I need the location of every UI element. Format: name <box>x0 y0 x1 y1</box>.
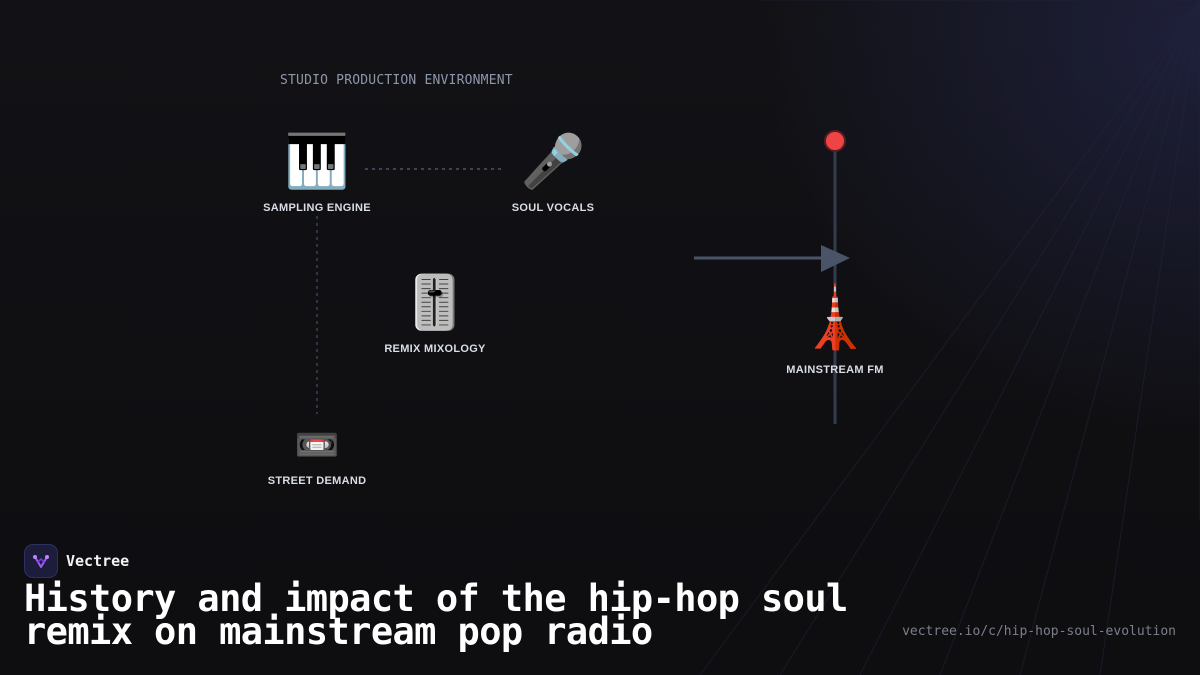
page-title: History and impact of the hip-hop soul r… <box>24 577 848 653</box>
node-label-street-demand: STREET DEMAND <box>267 475 367 487</box>
flow-arrowhead <box>821 245 850 272</box>
brand-lockup: Vectree <box>24 544 129 578</box>
radio-tower-icon: 🗼 <box>797 283 873 353</box>
level-slider-icon: 🎚️ <box>402 273 468 333</box>
node-label-soul-vocals: SOUL VOCALS <box>511 202 595 214</box>
node-remix-mixology: 🎚️ REMIX MIXOLOGY <box>335 277 535 355</box>
node-mainstream-fm: 🗼 MAINSTREAM FM <box>735 288 935 376</box>
microphone-icon: 🎤 <box>520 132 586 192</box>
environment-label: STUDIO PRODUCTION ENVIRONMENT <box>280 73 513 88</box>
brand-name: Vectree <box>66 552 130 570</box>
node-label-sampling-engine: SAMPLING ENGINE <box>263 202 371 214</box>
signal-dot <box>824 130 846 152</box>
node-label-remix-mixology: REMIX MIXOLOGY <box>384 343 486 355</box>
node-label-mainstream-fm: MAINSTREAM FM <box>786 364 884 376</box>
node-street-demand: 📼 STREET DEMAND <box>217 425 417 488</box>
piano-keyboard-icon: 🎹 <box>284 132 350 192</box>
videocassette-icon: 📼 <box>294 425 340 466</box>
node-sampling-engine: 🎹 SAMPLING ENGINE <box>217 136 417 214</box>
vectree-logo-icon <box>24 544 58 578</box>
source-url: vectree.io/c/hip-hop-soul-evolution <box>902 624 1176 639</box>
node-soul-vocals: 🎤 SOUL VOCALS <box>453 136 653 214</box>
